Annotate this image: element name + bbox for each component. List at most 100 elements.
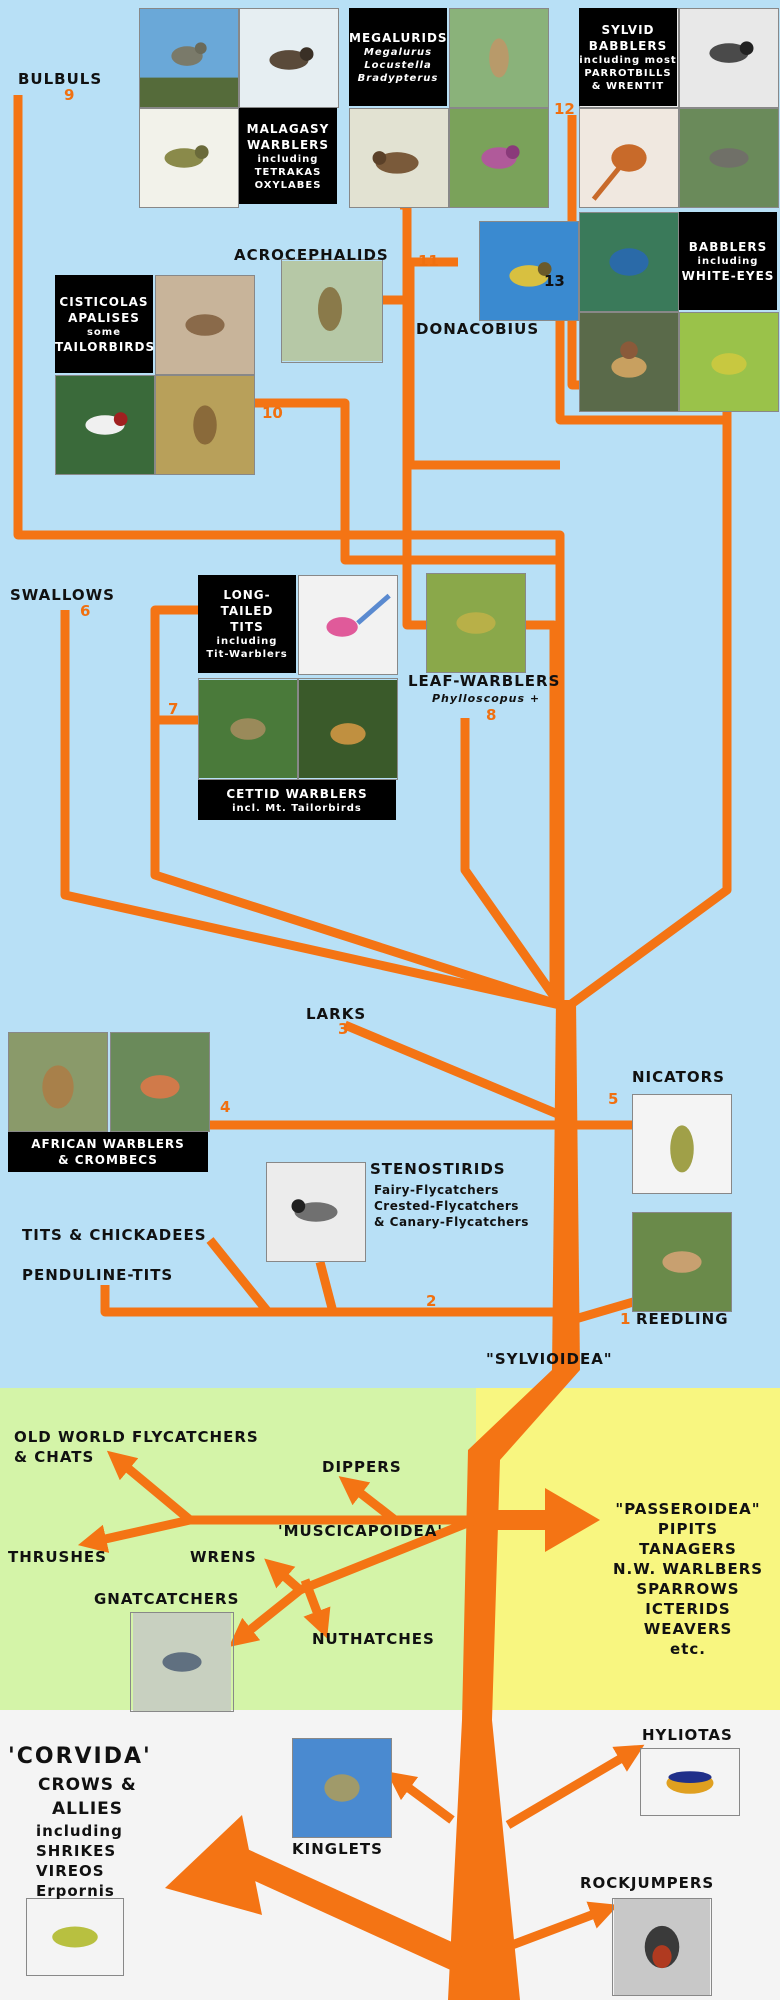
branch-stenostirids [315, 1260, 338, 1314]
dippers-label: DIPPERS [322, 1458, 402, 1476]
hyliotas-label: HYLIOTAS [642, 1726, 733, 1744]
long-tailed-line-2: TITS [230, 620, 264, 634]
arrow-thrushes [77, 1515, 191, 1553]
sylvid-line-4: PARROTBILLS [584, 67, 672, 79]
babbler-photo-2 [579, 312, 679, 412]
long-tailed-tit-photo [298, 575, 398, 675]
cettid-warblers-box: CETTID WARBLERS incl. Mt. Tailorbirds [198, 780, 396, 820]
corvida-line-3: including [36, 1822, 123, 1840]
nicator-photo [632, 1094, 732, 1194]
reedling-number: 1 [620, 1310, 631, 1328]
penduline-tits-label: PENDULINE-TITS [22, 1266, 174, 1284]
branch-penduline-tits [100, 1285, 565, 1317]
penduline-number: 2 [426, 1292, 437, 1310]
babblers-line-3: WHITE-EYES [681, 268, 775, 283]
bulbuls-label: BULBULS [18, 70, 103, 88]
corvida-line-5: VIREOS [36, 1862, 105, 1880]
african-warblers-box: AFRICAN WARBLERS & CROMBECS [8, 1132, 208, 1172]
megalurid-photo-2 [349, 108, 449, 208]
cisticolas-line-1: CISTICOLAS [59, 294, 149, 309]
arrow-gnatcatchers [228, 1586, 303, 1647]
malagasy-line-2: WARBLERS [246, 137, 330, 152]
kinglets-label: KINGLETS [292, 1840, 383, 1858]
hyliota-photo [640, 1748, 740, 1816]
african-number: 4 [220, 1098, 231, 1116]
main-trunk-lower [448, 1370, 580, 2000]
sylvid-photo-parrotbill [579, 108, 679, 208]
acrocephalids-label: ACROCEPHALIDS [234, 246, 389, 264]
malagasy-line-1: MALAGASY [246, 121, 330, 136]
babbler-photo-3 [679, 312, 779, 412]
stenostirids-member-2: Crested-Flycatchers [374, 1199, 519, 1213]
passeroidea-member-7: etc. [670, 1640, 706, 1658]
owf-line-2: & CHATS [14, 1448, 95, 1466]
arrow-kinglets [386, 1771, 455, 1824]
leaf-warblers-sub: Phylloscopus + [432, 692, 541, 705]
megalurids-member-1: Megalurus [363, 46, 433, 58]
corvida-label: 'CORVIDA' [8, 1744, 152, 1769]
babbler-photo-1 [579, 212, 679, 312]
african-warbler-photo-2 [110, 1032, 210, 1132]
cisticola-photo-3 [155, 375, 255, 475]
arrow-nuthatches [300, 1578, 331, 1639]
branch-acrocephalids [378, 257, 458, 305]
branch-bulbuls [13, 95, 565, 1000]
nuthatches-label: NUTHATCHES [312, 1630, 435, 1648]
sylvioidea-label: "SYLVIOIDEA" [486, 1350, 613, 1368]
arrow-old-world-flycatchers [106, 1450, 193, 1524]
branch-swallows [60, 610, 561, 1010]
main-trunk-sylvioidea [552, 1000, 580, 1370]
reedling-label: REEDLING [636, 1310, 729, 1328]
branch-leaf-warblers [460, 718, 564, 1008]
cisticolas-line-2: APALISES [68, 310, 140, 325]
donacobius-label: DONACOBIUS [416, 320, 540, 338]
babblers-line-1: BABBLERS [688, 239, 768, 254]
muscicapoidea-label: 'MUSCICAPOIDEA' [278, 1522, 443, 1540]
nicators-number: 5 [608, 1090, 619, 1108]
megalurids-member-3: Bradypterus [357, 72, 439, 84]
rockjumper-photo [612, 1898, 712, 1996]
corvida-line-2: ALLIES [52, 1799, 124, 1819]
branch-tits [206, 1237, 272, 1315]
branch-long-tailed-tits [150, 605, 562, 1010]
passeroidea-label: "PASSEROIDEA" [615, 1500, 761, 1518]
malagasy-line-3: including [257, 153, 319, 165]
corvida-line-6: Erpornis [36, 1882, 115, 1900]
gnatcatcher-photo [130, 1612, 234, 1712]
acrocephalids-number: 11 [418, 252, 439, 270]
cisticolas-line-3: some [86, 326, 122, 338]
african-line-1: AFRICAN WARBLERS [31, 1137, 185, 1151]
sylvid-number: 12 [554, 100, 575, 118]
passeroidea-region [476, 1388, 780, 1710]
cettid-line-1: CETTID WARBLERS [226, 786, 368, 801]
stenostirids-member-1: Fairy-Flycatchers [374, 1183, 499, 1197]
arrowhead-passeroidea [545, 1488, 600, 1552]
babblers-line-2: including [697, 255, 759, 267]
cettid-number: 7 [168, 700, 179, 718]
branch-wrens-nuthatches [298, 1515, 477, 1595]
malagasy-warblers-box: MALAGASY WARBLERS including TETRAKAS OXY… [239, 108, 337, 204]
thrushes-label: THRUSHES [8, 1548, 107, 1566]
acrocephalid-photo [281, 259, 383, 363]
long-tailed-tits-box: LONG-TAILED TITS including Tit-Warblers [198, 575, 296, 673]
passeroidea-member-6: WEAVERS [643, 1620, 733, 1638]
cisticolas-line-4: TAILORBIRDS [55, 339, 156, 354]
stenostirids-label: STENOSTIRIDS [370, 1160, 506, 1178]
malagasy-line-5: OXYLABES [254, 179, 322, 191]
babblers-box: BABBLERS including WHITE-EYES [679, 212, 777, 310]
leaf-warbler-photo [426, 573, 526, 673]
long-tailed-line-4: Tit-Warblers [206, 649, 288, 660]
megalurids-box: MEGALURIDS Megalurus Locustella Bradypte… [349, 8, 447, 106]
african-warbler-photo-1 [8, 1032, 108, 1132]
kinglet-photo [292, 1738, 392, 1838]
passeroidea-member-4: SPARROWS [636, 1580, 740, 1598]
arrow-corvida [234, 1848, 466, 1972]
malagasy-line-4: TETRAKAS [254, 166, 322, 178]
long-tailed-line-3: including [216, 636, 278, 647]
larks-label: LARKS [306, 1005, 367, 1023]
bulbul-photo-2 [239, 8, 339, 108]
arrowhead-corvida [165, 1815, 262, 1915]
reedling-photo [632, 1212, 732, 1312]
